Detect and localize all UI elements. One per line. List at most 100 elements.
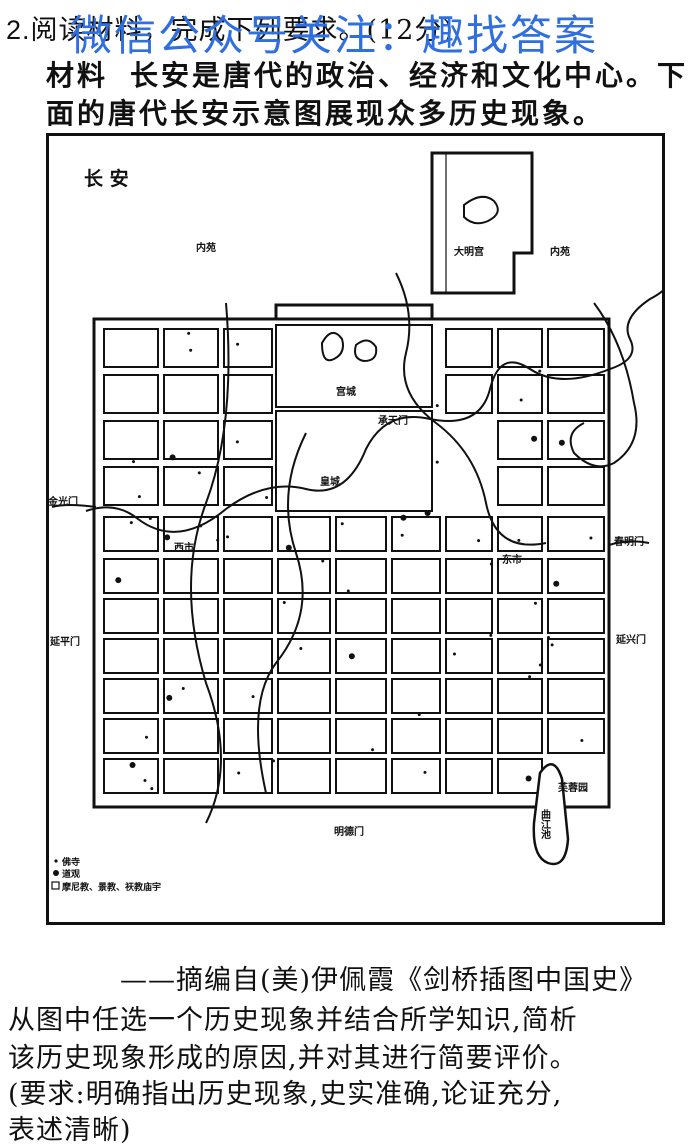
buddhist-marker [321, 559, 325, 563]
buddhist-marker [216, 538, 220, 542]
ward-block [103, 598, 159, 634]
ward-block [497, 558, 543, 594]
ward-block [103, 758, 159, 794]
daming-palace-wall [430, 151, 534, 295]
canal-northeast [569, 302, 638, 468]
ward-block [391, 558, 441, 594]
buddhist-marker [371, 748, 375, 752]
daming-pond [463, 195, 499, 225]
buddhist-marker [452, 652, 456, 656]
buddhist-marker [533, 601, 537, 605]
taoist-marker [531, 435, 538, 442]
label-daming-palace: 大明宫 [454, 245, 484, 258]
ward-block [277, 558, 331, 594]
ward-block [547, 638, 605, 674]
taoist-marker [348, 653, 355, 660]
buddhist-marker [580, 739, 584, 743]
ward-block [391, 758, 441, 794]
ward-block [547, 466, 605, 506]
ward-block [277, 516, 331, 552]
question-score: (12分) [366, 15, 454, 46]
buddhist-marker [197, 471, 201, 475]
ward-block [163, 678, 219, 714]
label-chunming-gate: 春明门 [614, 535, 644, 548]
buddhist-marker [589, 536, 593, 540]
ward-block [497, 516, 543, 552]
city-wall [92, 317, 611, 809]
ward-block [335, 516, 387, 552]
buddhist-marker [237, 771, 241, 775]
question-header: 2.阅读材料，完成下列要求。(12分) [6, 8, 454, 47]
ward-block [223, 328, 273, 368]
ward-block [103, 328, 159, 368]
ward-block [391, 516, 441, 552]
changan-map: 长 安 内苑 大明宫 内苑 宫城 承天门 皇城 金光门 西市 东市 春明门 延平… [46, 133, 683, 925]
ward-block [103, 678, 159, 714]
ward-block [277, 758, 331, 794]
ward-block [163, 374, 219, 414]
ward-block [103, 420, 159, 460]
buddhist-marker [517, 538, 521, 542]
task-line-1: 从图中任选一个历史现象并结合所学知识,简析 [8, 1005, 578, 1036]
ward-block [547, 718, 605, 754]
ward-block [497, 420, 543, 460]
taoist-marker [400, 514, 407, 521]
ward-block [547, 374, 605, 414]
buddhist-marker [538, 663, 542, 667]
ward-block [445, 374, 493, 414]
qujiang-pond [532, 763, 570, 866]
changan-map-svg: 长 安 内苑 大明宫 内苑 宫城 承天门 皇城 金光门 西市 东市 春明门 延平… [46, 133, 683, 925]
buddhist-marker [340, 522, 344, 526]
ward-block [445, 678, 493, 714]
map-border [46, 133, 665, 925]
ward-block [223, 420, 273, 460]
ward-block [103, 558, 159, 594]
ward-block [547, 328, 605, 368]
ward-block [497, 374, 543, 414]
ward-block [335, 638, 387, 674]
taoist-marker [169, 454, 176, 461]
label-mingde-gate: 明德门 [334, 825, 364, 838]
ward-block [103, 718, 159, 754]
buddhist-marker [143, 778, 147, 782]
map-title: 长 安 [84, 167, 129, 190]
ward-block [163, 328, 219, 368]
material-text-1: 长安是唐代的政治、经济和文化中心。下 [130, 59, 689, 92]
buddhist-marker [547, 636, 551, 640]
label-yanping-gate: 延平门 [49, 635, 80, 648]
ward-block [223, 516, 273, 552]
ward-block [497, 718, 543, 754]
ward-block [335, 558, 387, 594]
ward-block [497, 638, 543, 674]
buddhist-marker [299, 647, 303, 651]
ward-block [335, 678, 387, 714]
ward-block [335, 718, 387, 754]
buddhist-marker [189, 348, 193, 352]
canal-north [85, 228, 683, 533]
ward-block [223, 598, 273, 634]
material-line-2: 面的唐代长安示意图展现众多历史现象。 [46, 97, 605, 130]
legend-other: 摩尼教、景教、祆教庙宇 [62, 881, 161, 893]
imperial-city-wall [275, 410, 433, 512]
ward-block [277, 718, 331, 754]
ward-block [163, 516, 219, 552]
ward-block [335, 598, 387, 634]
ward-block [103, 466, 159, 506]
ward-block [547, 420, 605, 460]
buddhist-marker [226, 535, 230, 539]
label-palace-city: 宫城 [336, 385, 356, 398]
ward-block [445, 638, 493, 674]
ward-block [223, 678, 273, 714]
task-line-4: 表述清晰) [8, 1115, 132, 1146]
ward-block [277, 638, 331, 674]
label-imperial-city: 皇城 [320, 475, 340, 488]
label-jinguang-gate: 金光门 [47, 495, 78, 508]
taoist-marker [424, 510, 431, 517]
taoist-marker [553, 580, 560, 587]
ward-block [547, 516, 605, 552]
ward-block [445, 328, 493, 368]
canal-central [257, 432, 307, 794]
legend-other-square [51, 881, 60, 890]
ward-block [223, 758, 273, 794]
buddhist-marker [132, 460, 136, 464]
